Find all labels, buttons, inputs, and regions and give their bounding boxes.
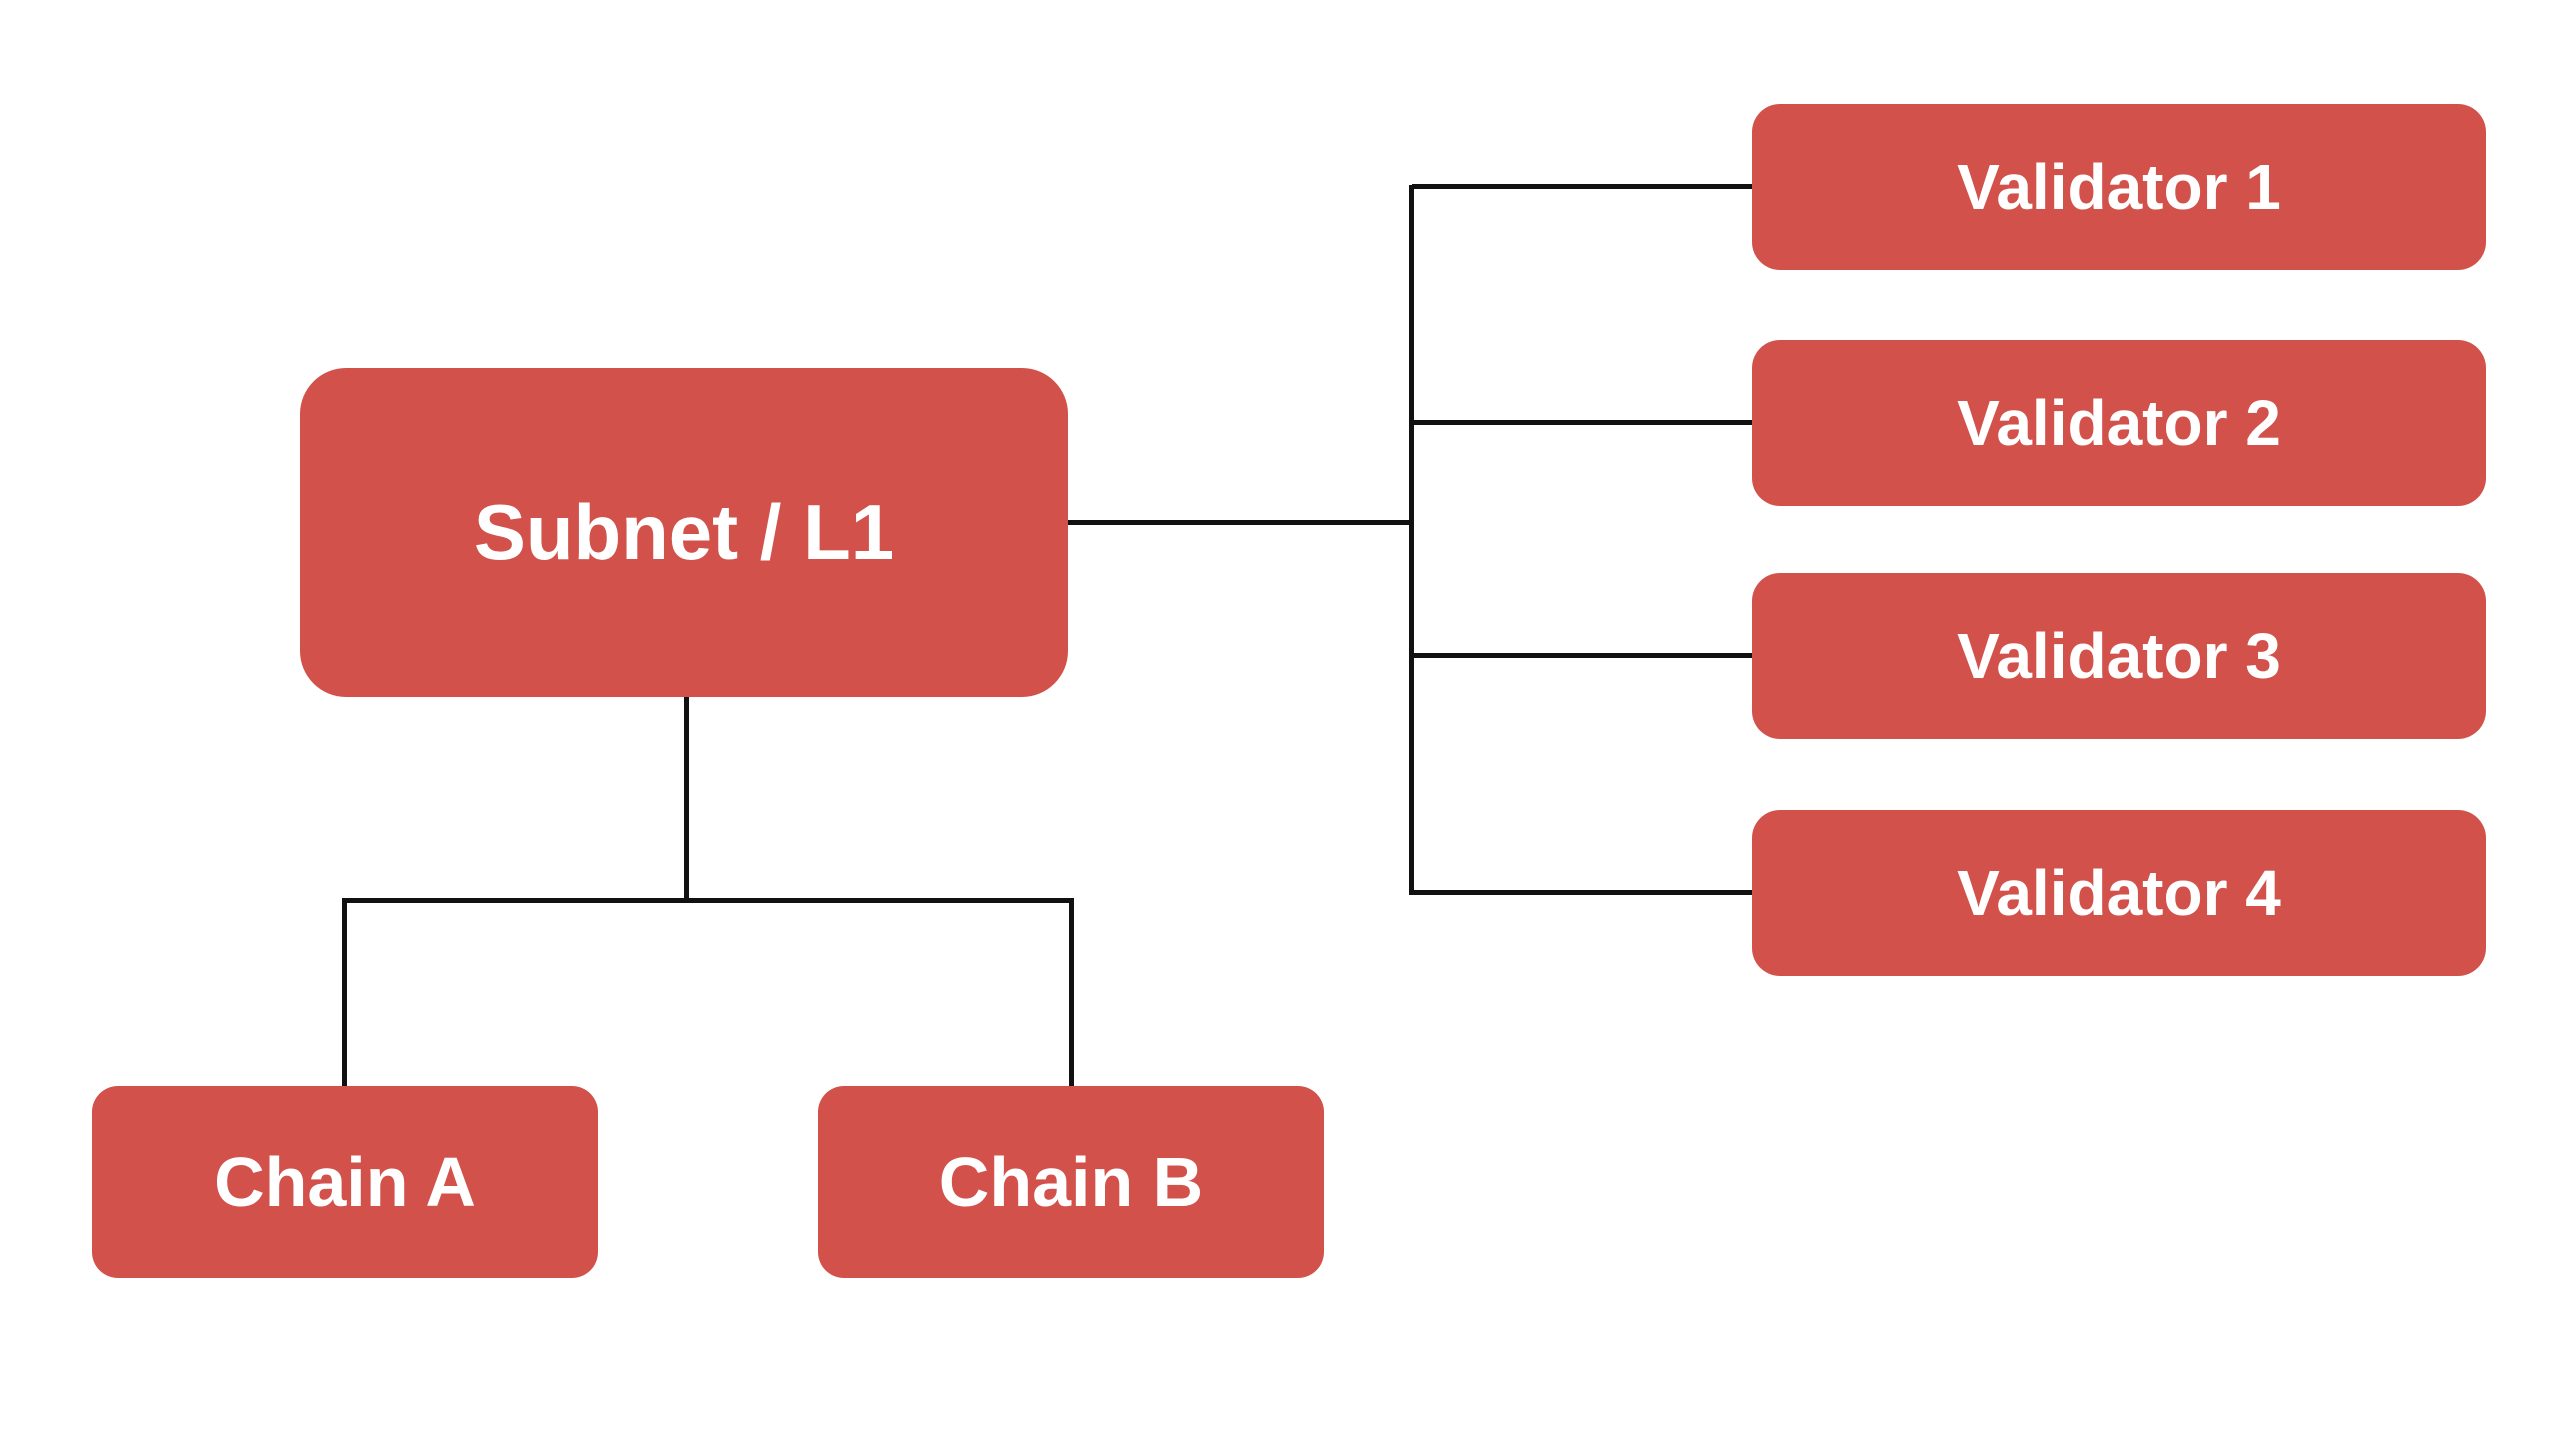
node-validator-3: Validator 3 [1752, 573, 2486, 739]
connector-bar-to-chain-b [1069, 898, 1074, 1090]
node-chain-a-label: Chain A [214, 1143, 476, 1221]
connector-subnet-to-trunk [1066, 520, 1414, 525]
connector-trunk-to-validator-4 [1412, 890, 1754, 895]
connector-validator-trunk [1409, 185, 1414, 895]
node-chain-b-label: Chain B [938, 1143, 1204, 1221]
connector-chain-bar [342, 898, 1074, 903]
node-validator-4: Validator 4 [1752, 810, 2486, 976]
node-validator-2: Validator 2 [1752, 340, 2486, 506]
connector-trunk-to-validator-1 [1412, 184, 1754, 189]
connector-trunk-to-validator-3 [1412, 653, 1754, 658]
connector-bar-to-chain-a [342, 898, 347, 1090]
connector-trunk-to-validator-2 [1412, 420, 1754, 425]
node-validator-3-label: Validator 3 [1957, 620, 2281, 692]
node-chain-b: Chain B [818, 1086, 1324, 1278]
connector-subnet-to-chain-bar [684, 695, 689, 903]
node-validator-2-label: Validator 2 [1957, 387, 2281, 459]
node-validator-1: Validator 1 [1752, 104, 2486, 270]
node-validator-1-label: Validator 1 [1957, 151, 2281, 223]
node-validator-4-label: Validator 4 [1957, 857, 2281, 929]
node-subnet-l1-label: Subnet / L1 [473, 488, 895, 576]
node-subnet-l1: Subnet / L1 [300, 368, 1068, 697]
node-chain-a: Chain A [92, 1086, 598, 1278]
